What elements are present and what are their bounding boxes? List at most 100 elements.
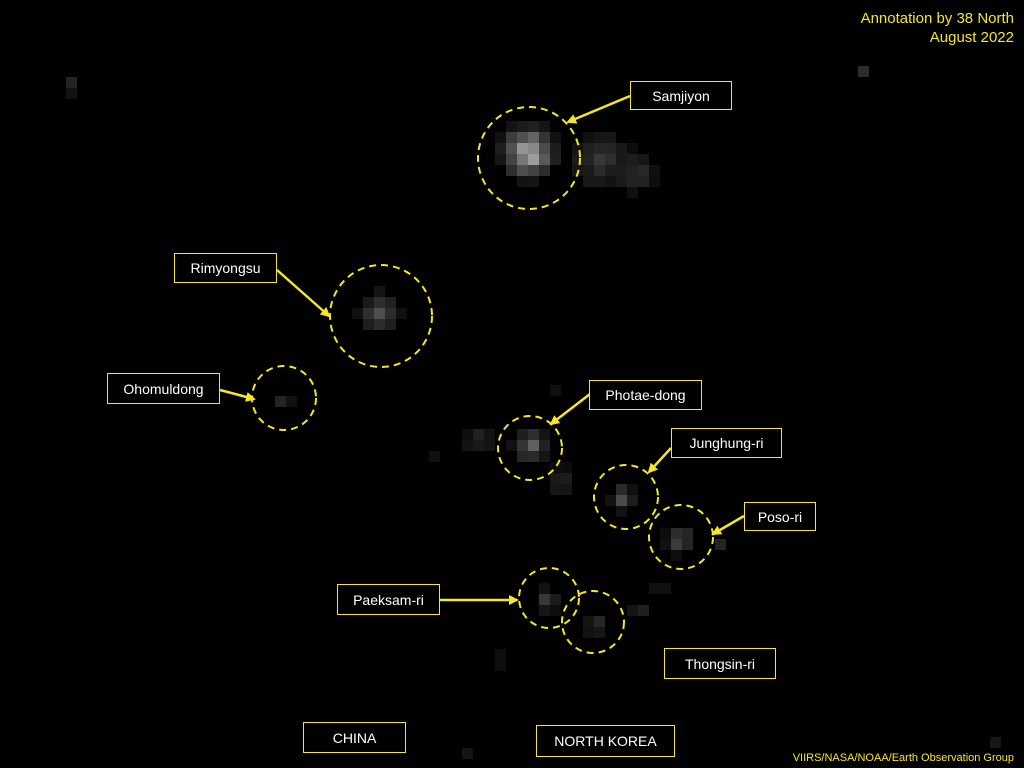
- credit-line-1: Annotation by 38 North: [860, 10, 1014, 27]
- glow-pixel: [352, 308, 363, 319]
- paeksam-ri-circle: [518, 567, 580, 629]
- glow-pixel: [550, 143, 561, 154]
- glow-pixel: [583, 627, 594, 638]
- glow-pixel: [561, 462, 572, 473]
- glow-pixel: [528, 165, 539, 176]
- glow-pixel: [539, 451, 550, 462]
- glow-pixel: [550, 132, 561, 143]
- glow-pixel: [374, 319, 385, 330]
- glow-pixel: [583, 616, 594, 627]
- glow-pixel: [616, 484, 627, 495]
- glow-pixel: [572, 154, 583, 165]
- glow-pixel: [594, 165, 605, 176]
- glow-pixel: [363, 308, 374, 319]
- glow-pixel: [396, 308, 407, 319]
- glow-pixel: [528, 132, 539, 143]
- glow-pixel: [682, 539, 693, 550]
- glow-pixel: [385, 308, 396, 319]
- glow-pixel: [385, 319, 396, 330]
- label-thongsin-ri: Thongsin-ri: [664, 648, 776, 679]
- glow-pixel: [616, 495, 627, 506]
- glow-pixel: [495, 132, 506, 143]
- glow-pixel: [990, 737, 1001, 748]
- glow-pixel: [627, 605, 638, 616]
- glow-pixel: [539, 605, 550, 616]
- glow-pixel: [385, 297, 396, 308]
- glow-pixel: [539, 165, 550, 176]
- glow-pixel: [561, 473, 572, 484]
- glow-pixel: [649, 165, 660, 176]
- label-poso-ri: Poso-ri: [744, 502, 816, 531]
- ohomuldong-circle: [251, 365, 317, 431]
- glow-pixel: [594, 627, 605, 638]
- glow-pixel: [583, 165, 594, 176]
- glow-pixel: [616, 143, 627, 154]
- glow-pixel: [517, 154, 528, 165]
- glow-pixel: [539, 121, 550, 132]
- glow-pixel: [715, 539, 726, 550]
- glow-pixel: [528, 451, 539, 462]
- glow-pixel: [605, 143, 616, 154]
- glow-pixel: [473, 429, 484, 440]
- glow-pixel: [671, 539, 682, 550]
- glow-pixel: [616, 176, 627, 187]
- glow-pixel: [627, 176, 638, 187]
- glow-pixel: [462, 748, 473, 759]
- glow-pixel: [605, 495, 616, 506]
- glow-pixel: [550, 154, 561, 165]
- glow-pixel: [517, 176, 528, 187]
- glow-pixel: [528, 154, 539, 165]
- glow-pixel: [506, 165, 517, 176]
- glow-pixel: [550, 484, 561, 495]
- glow-pixel: [517, 440, 528, 451]
- glow-pixel: [638, 176, 649, 187]
- region-label-china: CHINA: [303, 722, 406, 753]
- glow-pixel: [627, 154, 638, 165]
- glow-pixel: [517, 451, 528, 462]
- glow-pixel: [517, 143, 528, 154]
- glow-pixel: [539, 143, 550, 154]
- credit-line-2: August 2022: [929, 29, 1014, 46]
- glow-pixel: [473, 440, 484, 451]
- glow-pixel: [660, 539, 671, 550]
- region-label-north-korea: NORTH KOREA: [536, 725, 675, 757]
- glow-pixel: [605, 176, 616, 187]
- glow-pixel: [627, 187, 638, 198]
- glow-pixel: [616, 154, 627, 165]
- glow-pixel: [517, 165, 528, 176]
- glow-pixel: [594, 143, 605, 154]
- glow-pixel: [627, 495, 638, 506]
- imagery-source: VIIRS/NASA/NOAA/Earth Observation Group: [792, 752, 1014, 764]
- photae-dong-circle: [497, 415, 563, 481]
- glow-pixel: [550, 385, 561, 396]
- glow-pixel: [517, 121, 528, 132]
- glow-pixel: [561, 484, 572, 495]
- glow-pixel: [550, 605, 561, 616]
- glow-pixel: [66, 88, 77, 99]
- glow-pixel: [374, 297, 385, 308]
- label-junghung-ri: Junghung-ri: [671, 428, 782, 458]
- glow-pixel: [363, 297, 374, 308]
- glow-pixel: [286, 396, 297, 407]
- glow-pixel: [495, 154, 506, 165]
- glow-pixel: [539, 429, 550, 440]
- samjiyon-circle: [477, 106, 581, 210]
- glow-pixel: [506, 121, 517, 132]
- label-ohomuldong: Ohomuldong: [107, 373, 220, 404]
- glow-pixel: [660, 528, 671, 539]
- glow-pixel: [583, 176, 594, 187]
- glow-pixel: [627, 165, 638, 176]
- glow-pixel: [627, 143, 638, 154]
- glow-pixel: [275, 396, 286, 407]
- glow-pixel: [671, 550, 682, 561]
- glow-pixel: [528, 176, 539, 187]
- glow-pixel: [605, 154, 616, 165]
- glow-pixel: [484, 429, 495, 440]
- glow-pixel: [649, 583, 660, 594]
- rimyongsu-arrow: [276, 269, 331, 318]
- glow-pixel: [517, 132, 528, 143]
- poso-ri-circle: [648, 504, 714, 570]
- glow-pixel: [462, 440, 473, 451]
- glow-pixel: [462, 429, 473, 440]
